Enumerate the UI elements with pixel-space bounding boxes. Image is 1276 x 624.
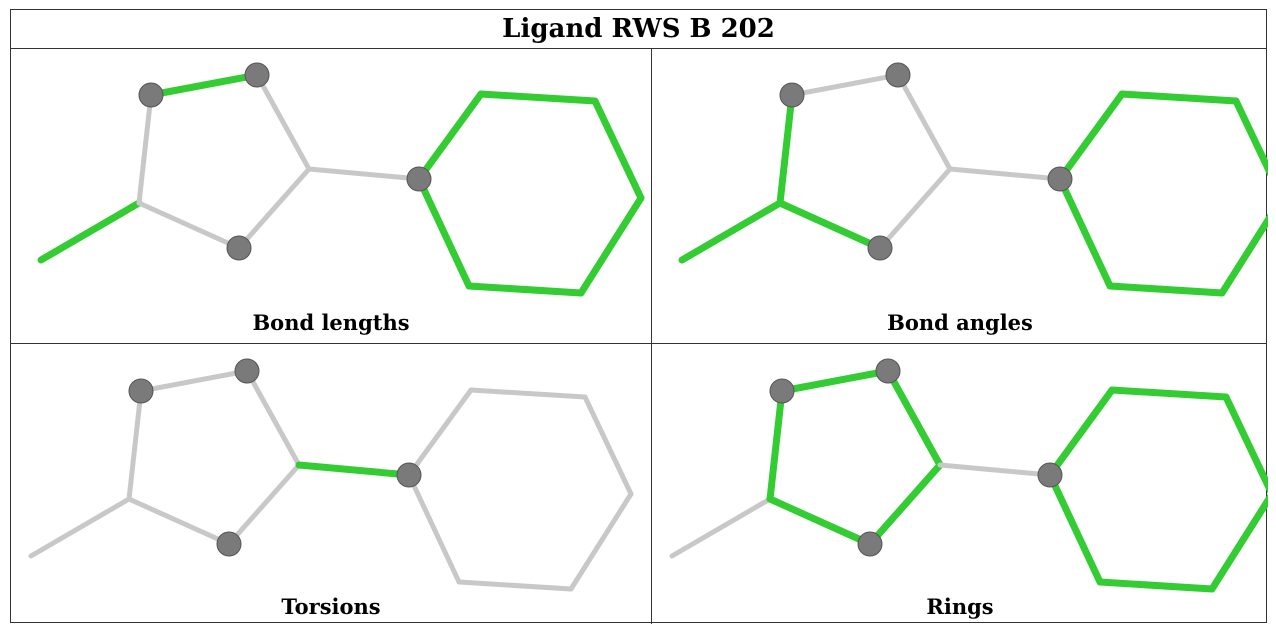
bond-c2-c3 (138, 368, 250, 394)
panel-label-bond-angles: Bond angles (887, 310, 1033, 335)
panel-torsions: Torsions (11, 344, 651, 624)
atom-c5 (216, 531, 242, 557)
atom-c2 (138, 82, 164, 108)
bond-c1-c2 (766, 387, 786, 503)
bond-r1-r2 (468, 387, 588, 400)
molecule-torsions (28, 358, 634, 592)
bond-c3-c4 (895, 72, 953, 172)
atom-c5 (867, 235, 893, 261)
atom-c3 (885, 62, 911, 88)
bond-c6-r1 (406, 387, 474, 478)
atom-c2 (128, 378, 154, 404)
bond-c2-c3 (789, 72, 901, 98)
molecule-bond-angles (678, 62, 1268, 297)
bond-c3-c4 (244, 368, 302, 468)
panel-label-torsions: Torsions (281, 594, 381, 619)
bond-c4-c5 (236, 166, 312, 251)
bond-c6-r1 (1056, 90, 1126, 183)
figure-title: Ligand RWS B 202 (11, 10, 1266, 49)
panel-bond-angles: Bond angles (652, 48, 1268, 343)
bond-r5-c6 (415, 175, 473, 290)
bond-r5-c6 (1056, 175, 1114, 290)
bond-c1-c2 (776, 91, 796, 207)
bond-r2-r3 (582, 394, 634, 497)
atom-c6 (406, 166, 432, 192)
atom-c3 (875, 358, 901, 384)
bond-c4-c6 (306, 166, 422, 182)
bond-c2-c3 (147, 71, 261, 99)
bond-c5-c1 (776, 199, 884, 252)
atom-c3 (244, 62, 270, 88)
bond-r3-r4 (568, 491, 634, 592)
bond-r4-r5 (1096, 578, 1216, 593)
bond-c4-c6 (295, 461, 413, 479)
bond-r1-r2 (1108, 386, 1230, 401)
bond-c4-c5 (877, 166, 953, 251)
bond-r2-r3 (1222, 393, 1268, 494)
bond-r3-r4 (1208, 493, 1268, 593)
bond-c3-c4 (254, 72, 312, 172)
bond-me-c1 (669, 496, 773, 559)
bond-r1-r2 (477, 90, 599, 105)
bond-r1-r2 (1118, 90, 1240, 105)
panel-rings: Rings (652, 344, 1268, 624)
bond-r5-c6 (406, 472, 462, 585)
atom-c2 (779, 82, 805, 108)
ligand-figure: Ligand RWS B 202 Bond lengths Bond angle… (10, 9, 1268, 624)
grid-divider-horizontal (11, 343, 1266, 344)
bond-c1-c2 (126, 388, 144, 502)
bond-r2-r3 (591, 97, 645, 202)
atom-c2 (769, 378, 795, 404)
bond-r4-r5 (1106, 282, 1226, 297)
bond-r3-r4 (577, 194, 645, 297)
bond-c2-c3 (778, 367, 892, 395)
bond-r4-r5 (465, 282, 585, 297)
bond-c5-c1 (126, 496, 232, 547)
bond-c6-r1 (415, 90, 485, 183)
bond-r5-c6 (1046, 471, 1104, 586)
panel-label-rings: Rings (926, 594, 994, 619)
atom-c5 (857, 531, 883, 557)
bond-c3-c4 (884, 367, 944, 469)
bond-c4-c5 (226, 462, 302, 547)
bond-me-c1 (678, 199, 784, 264)
bond-c5-c1 (136, 200, 242, 251)
atom-c6 (396, 462, 422, 488)
bond-me-c1 (28, 496, 132, 559)
bond-c4-c6 (947, 166, 1063, 182)
molecule-rings (669, 358, 1268, 593)
atom-c6 (1037, 462, 1063, 488)
molecule-bond-lengths (37, 62, 645, 297)
atom-c3 (234, 358, 260, 384)
panel-label-bond-lengths: Bond lengths (252, 310, 410, 335)
bond-c4-c5 (866, 461, 944, 548)
bond-c5-c1 (766, 495, 874, 548)
bond-c1-c2 (136, 92, 154, 206)
bond-c4-c6 (937, 462, 1053, 478)
atom-c5 (226, 235, 252, 261)
bond-me-c1 (37, 199, 143, 264)
bond-r4-r5 (456, 579, 574, 592)
grid-divider-vertical (651, 48, 652, 624)
bond-c6-r1 (1046, 386, 1116, 479)
panel-bond-lengths: Bond lengths (11, 48, 651, 343)
bond-r2-r3 (1232, 97, 1268, 177)
atom-c6 (1047, 166, 1073, 192)
bond-r3-r4 (1218, 213, 1268, 297)
